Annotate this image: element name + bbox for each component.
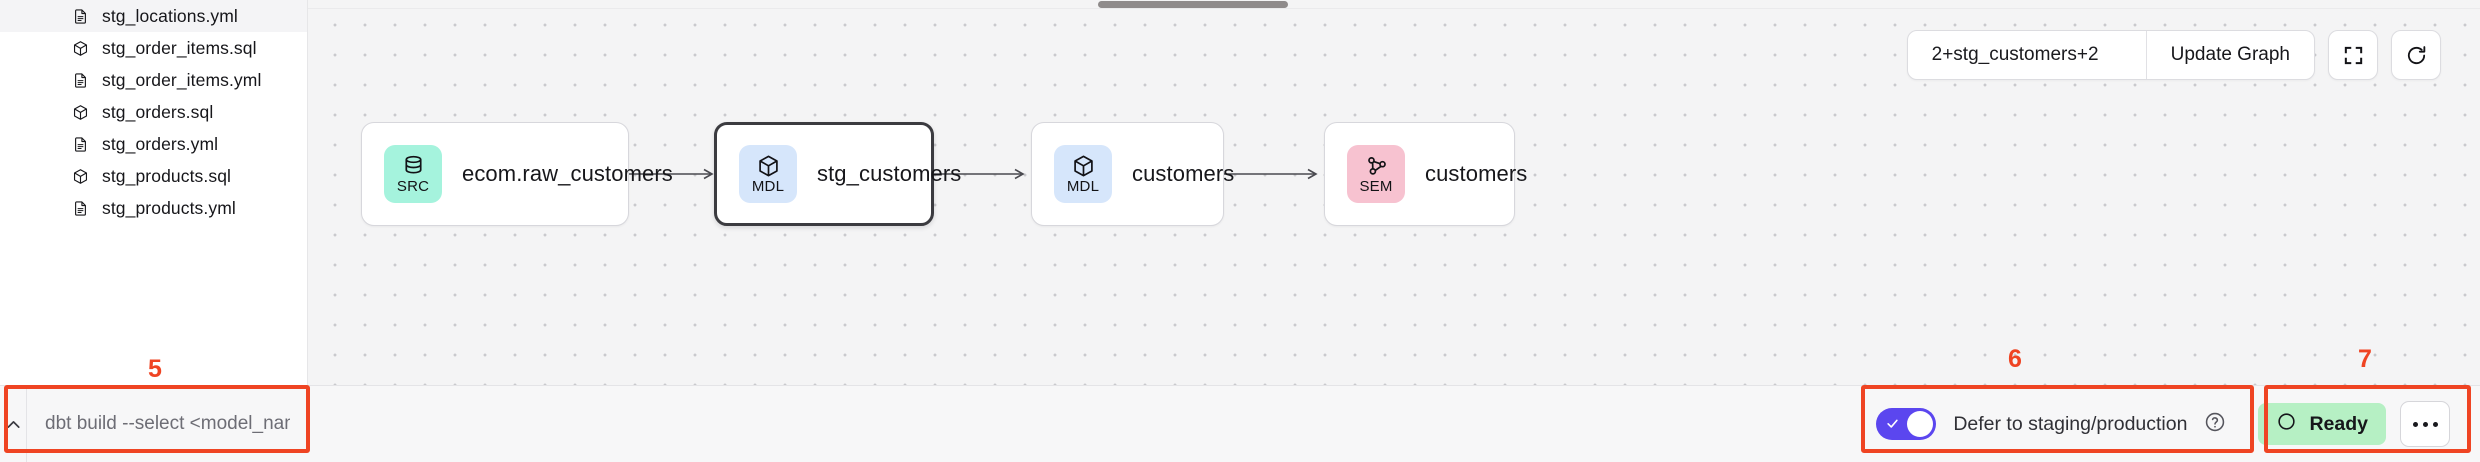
horizontal-scrollbar-track[interactable] [308, 0, 2480, 9]
file-yml-icon [72, 200, 89, 217]
graph-node-label: customers [1132, 161, 1235, 186]
graph-toolbar: Update Graph [1906, 30, 2441, 80]
fullscreen-icon [2342, 44, 2365, 67]
more-horizontal-icon [2422, 421, 2428, 427]
file-explorer-sidebar: stg_locations.yml stg_order_items.sql stg_… [0, 0, 308, 385]
defer-toggle-switch[interactable] [1876, 408, 1937, 440]
command-bar-group [0, 386, 308, 462]
refresh-icon [2405, 44, 2428, 67]
file-yml-icon [72, 8, 89, 25]
collapse-panel-button[interactable] [0, 386, 27, 462]
badge-src-label: SRC [396, 178, 430, 195]
graph-node-customers-model[interactable]: MDL customers [1031, 122, 1234, 226]
badge-mdl-label: MDL [751, 178, 785, 195]
edge-stg-to-customers [933, 168, 1031, 180]
file-list-item-label: stg_order_items.yml [102, 69, 262, 90]
lineage-graph-canvas[interactable]: SRC ecom.raw_customers MDL stg_customers [308, 0, 2480, 385]
file-list-item[interactable]: stg_products.yml [0, 192, 307, 224]
file-list-item[interactable]: stg_locations.yml [0, 0, 307, 32]
badge-sem-label: SEM [1359, 178, 1393, 195]
file-list-item-label: stg_products.sql [102, 165, 232, 186]
badge-src: SRC [384, 145, 442, 203]
more-horizontal-icon [2412, 421, 2418, 427]
refresh-graph-button[interactable] [2391, 30, 2441, 80]
graph-selector-group: Update Graph [1906, 30, 2315, 80]
update-graph-button[interactable]: Update Graph [2147, 31, 2314, 79]
check-icon [1885, 416, 1900, 431]
defer-toggle-group: Defer to staging/production [1862, 400, 2244, 448]
edge-customers-to-sem [1224, 168, 1324, 180]
graph-node-label: ecom.raw_customers [462, 161, 673, 186]
badge-mdl-label: MDL [1066, 178, 1100, 195]
chevron-up-icon [3, 414, 24, 435]
defer-label: Defer to staging/production [1953, 412, 2188, 435]
fit-to-screen-button[interactable] [2328, 30, 2378, 80]
file-list: stg_locations.yml stg_order_items.sql stg_… [0, 0, 307, 224]
badge-mdl: MDL [1054, 145, 1112, 203]
cube-model-icon [72, 168, 89, 185]
cube-model-icon [72, 40, 89, 57]
graph-node-label: stg_customers [817, 161, 962, 186]
status-area: Defer to staging/production [308, 386, 2480, 462]
cube-model-icon [72, 104, 89, 121]
file-yml-icon [72, 72, 89, 89]
file-list-item[interactable]: stg_order_items.sql [0, 32, 307, 64]
status-badge-label: Ready [2309, 412, 2368, 435]
file-list-item[interactable]: stg_order_items.yml [0, 64, 307, 96]
horizontal-scrollbar-thumb[interactable] [1098, 1, 1288, 8]
help-circle-icon[interactable] [2204, 411, 2226, 438]
status-circle-icon [2276, 411, 2297, 437]
more-options-button[interactable] [2400, 401, 2450, 447]
file-list-item[interactable]: stg_orders.yml [0, 128, 307, 160]
more-horizontal-icon [2432, 421, 2438, 427]
status-badge[interactable]: Ready [2258, 403, 2386, 445]
file-list-item[interactable]: stg_orders.sql [0, 96, 307, 128]
graph-node-stg-customers[interactable]: MDL stg_customers [714, 122, 961, 226]
badge-mdl: MDL [739, 145, 797, 203]
graph-node-ecom-raw-customers[interactable]: SRC ecom.raw_customers [361, 122, 673, 226]
file-list-item-label: stg_orders.yml [102, 133, 219, 154]
graph-node-label: customers [1425, 161, 1528, 186]
toolbar-divider [2145, 31, 2147, 79]
badge-sem: SEM [1347, 145, 1405, 203]
file-list-item-label: stg_products.yml [102, 197, 236, 218]
dbt-command-input[interactable] [27, 413, 308, 435]
file-list-item-label: stg_order_items.sql [102, 37, 257, 58]
file-list-item-label: stg_locations.yml [102, 5, 238, 26]
graph-selector-input[interactable] [1907, 31, 2146, 79]
bottom-status-bar: Defer to staging/production [0, 385, 2480, 462]
toggle-knob [1907, 411, 1934, 437]
file-list-item-label: stg_orders.sql [102, 101, 214, 122]
ready-status-group: Ready [2244, 393, 2450, 455]
file-list-item[interactable]: stg_products.sql [0, 160, 307, 192]
graph-node-customers-semantic[interactable]: SEM customers [1324, 122, 1527, 226]
body-split: stg_locations.yml stg_order_items.sql stg_… [0, 0, 2480, 385]
edge-src-to-stg [625, 168, 720, 180]
file-yml-icon [72, 136, 89, 153]
